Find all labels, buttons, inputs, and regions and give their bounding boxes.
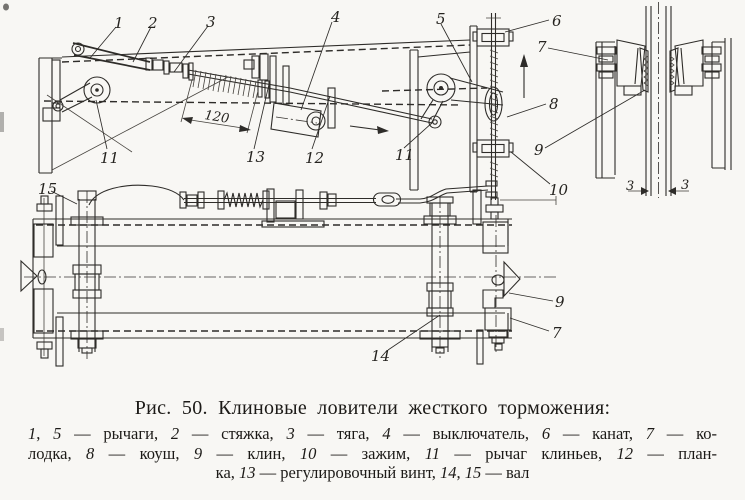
plan-view <box>20 184 558 367</box>
part-label-4: 4 <box>330 8 341 26</box>
part-label-9-bottom: 9 <box>555 293 565 311</box>
part-label-12: 12 <box>305 149 324 167</box>
part-label-2: 2 <box>147 14 158 32</box>
part-label-1: 1 <box>114 14 124 32</box>
detail-view: 3 3 <box>595 2 732 198</box>
part-label-7-bottom: 7 <box>552 324 562 342</box>
legend-line-3: ка, 13 — регулировочный винт, 14, 15 — в… <box>215 463 530 482</box>
dimension-120-text: 120 <box>203 108 230 127</box>
part-label-11-right: 11 <box>395 146 414 164</box>
figure-legend: 1, 5 — рычаги, 2 — стяжка, 3 — тяга, 4 —… <box>28 424 717 483</box>
part-labels: 1 2 3 4 5 6 7 8 9 10 11 11 12 13 14 15 9… <box>38 8 646 365</box>
part-label-6: 6 <box>552 12 562 30</box>
dimension-3-3: 3 3 <box>626 178 689 195</box>
side-view: 120 <box>38 13 528 200</box>
part-label-11-left: 11 <box>100 149 119 167</box>
part-label-5: 5 <box>436 10 446 28</box>
dimension-120: 120 <box>180 79 259 134</box>
part-label-10: 10 <box>549 181 569 199</box>
part-label-14: 14 <box>371 347 390 365</box>
part-label-15: 15 <box>38 180 57 198</box>
scan-artifacts <box>0 3 9 341</box>
right-arrow <box>349 125 389 134</box>
legend-line-2: лодка, 8 — коуш, 9 — клин, 10 — зажим, 1… <box>28 443 717 463</box>
dimension-3-left-text: 3 <box>626 179 634 194</box>
figure-diagram: 120 3 3 <box>0 2 732 367</box>
part-label-9-top: 9 <box>534 141 544 159</box>
legend-line-1: 1, 5 — рычаги, 2 — стяжка, 3 — тяга, 4 —… <box>28 424 717 443</box>
up-arrow <box>520 54 528 98</box>
part-label-3: 3 <box>206 13 216 31</box>
part-label-7-top: 7 <box>537 38 547 56</box>
part-label-13: 13 <box>246 148 265 166</box>
dimension-3-right-text: 3 <box>681 178 689 193</box>
part-label-8: 8 <box>549 95 559 113</box>
figure-caption: Рис. 50. Клиновые ловители жесткого торм… <box>134 397 611 419</box>
